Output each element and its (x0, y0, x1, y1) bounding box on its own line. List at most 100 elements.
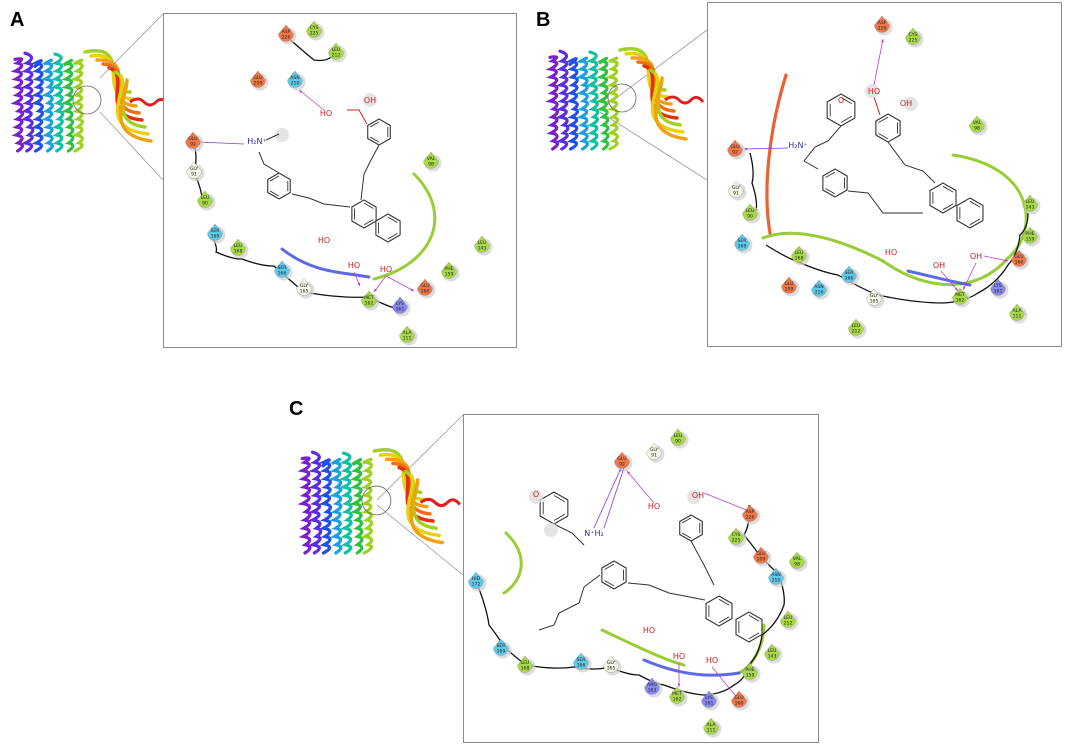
ligand-oh-label: HO (868, 87, 880, 96)
residue-number: 161 (705, 701, 714, 707)
residue-number: 162 (365, 301, 374, 307)
ligand-oh-label: OH (970, 252, 982, 261)
residue-number: 161 (396, 307, 405, 313)
panel-a-label: A (10, 9, 25, 31)
residue-number: 159 (445, 272, 454, 278)
residue-name: GLY (300, 283, 309, 289)
residue-name: LEU (521, 660, 530, 666)
ligand-oh-label: OH (933, 261, 945, 270)
ligand-oh-label: HO (643, 626, 655, 635)
residue-number: 111 (707, 728, 716, 734)
residue-number: 210 (815, 290, 824, 296)
residue-name: CYS (732, 532, 741, 538)
residue-name: SER (737, 238, 747, 244)
ligand-oh-label: HO (648, 502, 660, 511)
residue-number: 161 (994, 289, 1003, 295)
residue-number: 166 (278, 271, 287, 277)
residue-number: 165 (870, 299, 879, 305)
residue-number: 212 (784, 621, 793, 627)
residue-number: 162 (673, 697, 682, 703)
residue-number: 160 (421, 289, 430, 295)
residue-number: 98 (794, 562, 800, 568)
residue-number: 168 (234, 249, 243, 255)
residue-number: 160 (1015, 260, 1024, 266)
residue-name: LYS (994, 283, 1002, 289)
residue-name: SER (210, 228, 220, 234)
residue-number: 111 (1013, 314, 1022, 320)
residue-name: PHE (1025, 231, 1034, 237)
residue-name: VAL (973, 120, 982, 126)
residue-number: 98 (428, 162, 434, 168)
residue-name: VAL (427, 156, 436, 162)
panel-c-label: C (289, 398, 304, 420)
residue-number: 210 (772, 578, 781, 584)
residue-name: LYS (396, 301, 404, 307)
panel-b-label: B (536, 9, 551, 31)
residue-number: 91 (733, 191, 739, 197)
residue-number: 159 (746, 673, 755, 679)
residue-number: 92 (619, 462, 625, 468)
residue-number: 91 (651, 453, 657, 459)
residue-number: 209 (757, 557, 766, 563)
residue-name: MET (672, 691, 682, 697)
residue-number: 166 (845, 276, 854, 282)
ligand-oh-label: HO (348, 261, 360, 270)
residue-number: 163 (648, 688, 657, 694)
ligand-amine-label: H₂N⁺ (247, 137, 266, 146)
residue-name: SER (496, 643, 506, 649)
residue-name: GLU (617, 456, 626, 462)
ligand-oh-label: HO (885, 248, 897, 257)
residue-number: 225 (310, 31, 319, 37)
residue-name: LEU (784, 615, 793, 621)
residue-name: LEU (1026, 199, 1035, 205)
residue-number: 90 (747, 214, 753, 220)
ligand-oh-label: HO (320, 109, 332, 118)
residue-name: MET (364, 295, 374, 301)
residue-name: GLU (188, 136, 197, 142)
residue-name: GLY (190, 166, 199, 172)
residue-number: 169 (497, 649, 506, 655)
residue-number: 225 (732, 538, 741, 544)
residue-name: GLU (784, 281, 793, 287)
residue-number: 92 (190, 142, 196, 148)
residue-name: MET (955, 292, 965, 298)
residue-name: GLU (420, 283, 429, 289)
residue-name: ASN (290, 75, 300, 81)
residue-name: SER (576, 657, 586, 663)
residue-number: 90 (202, 201, 208, 207)
residue-number: 111 (403, 336, 412, 342)
